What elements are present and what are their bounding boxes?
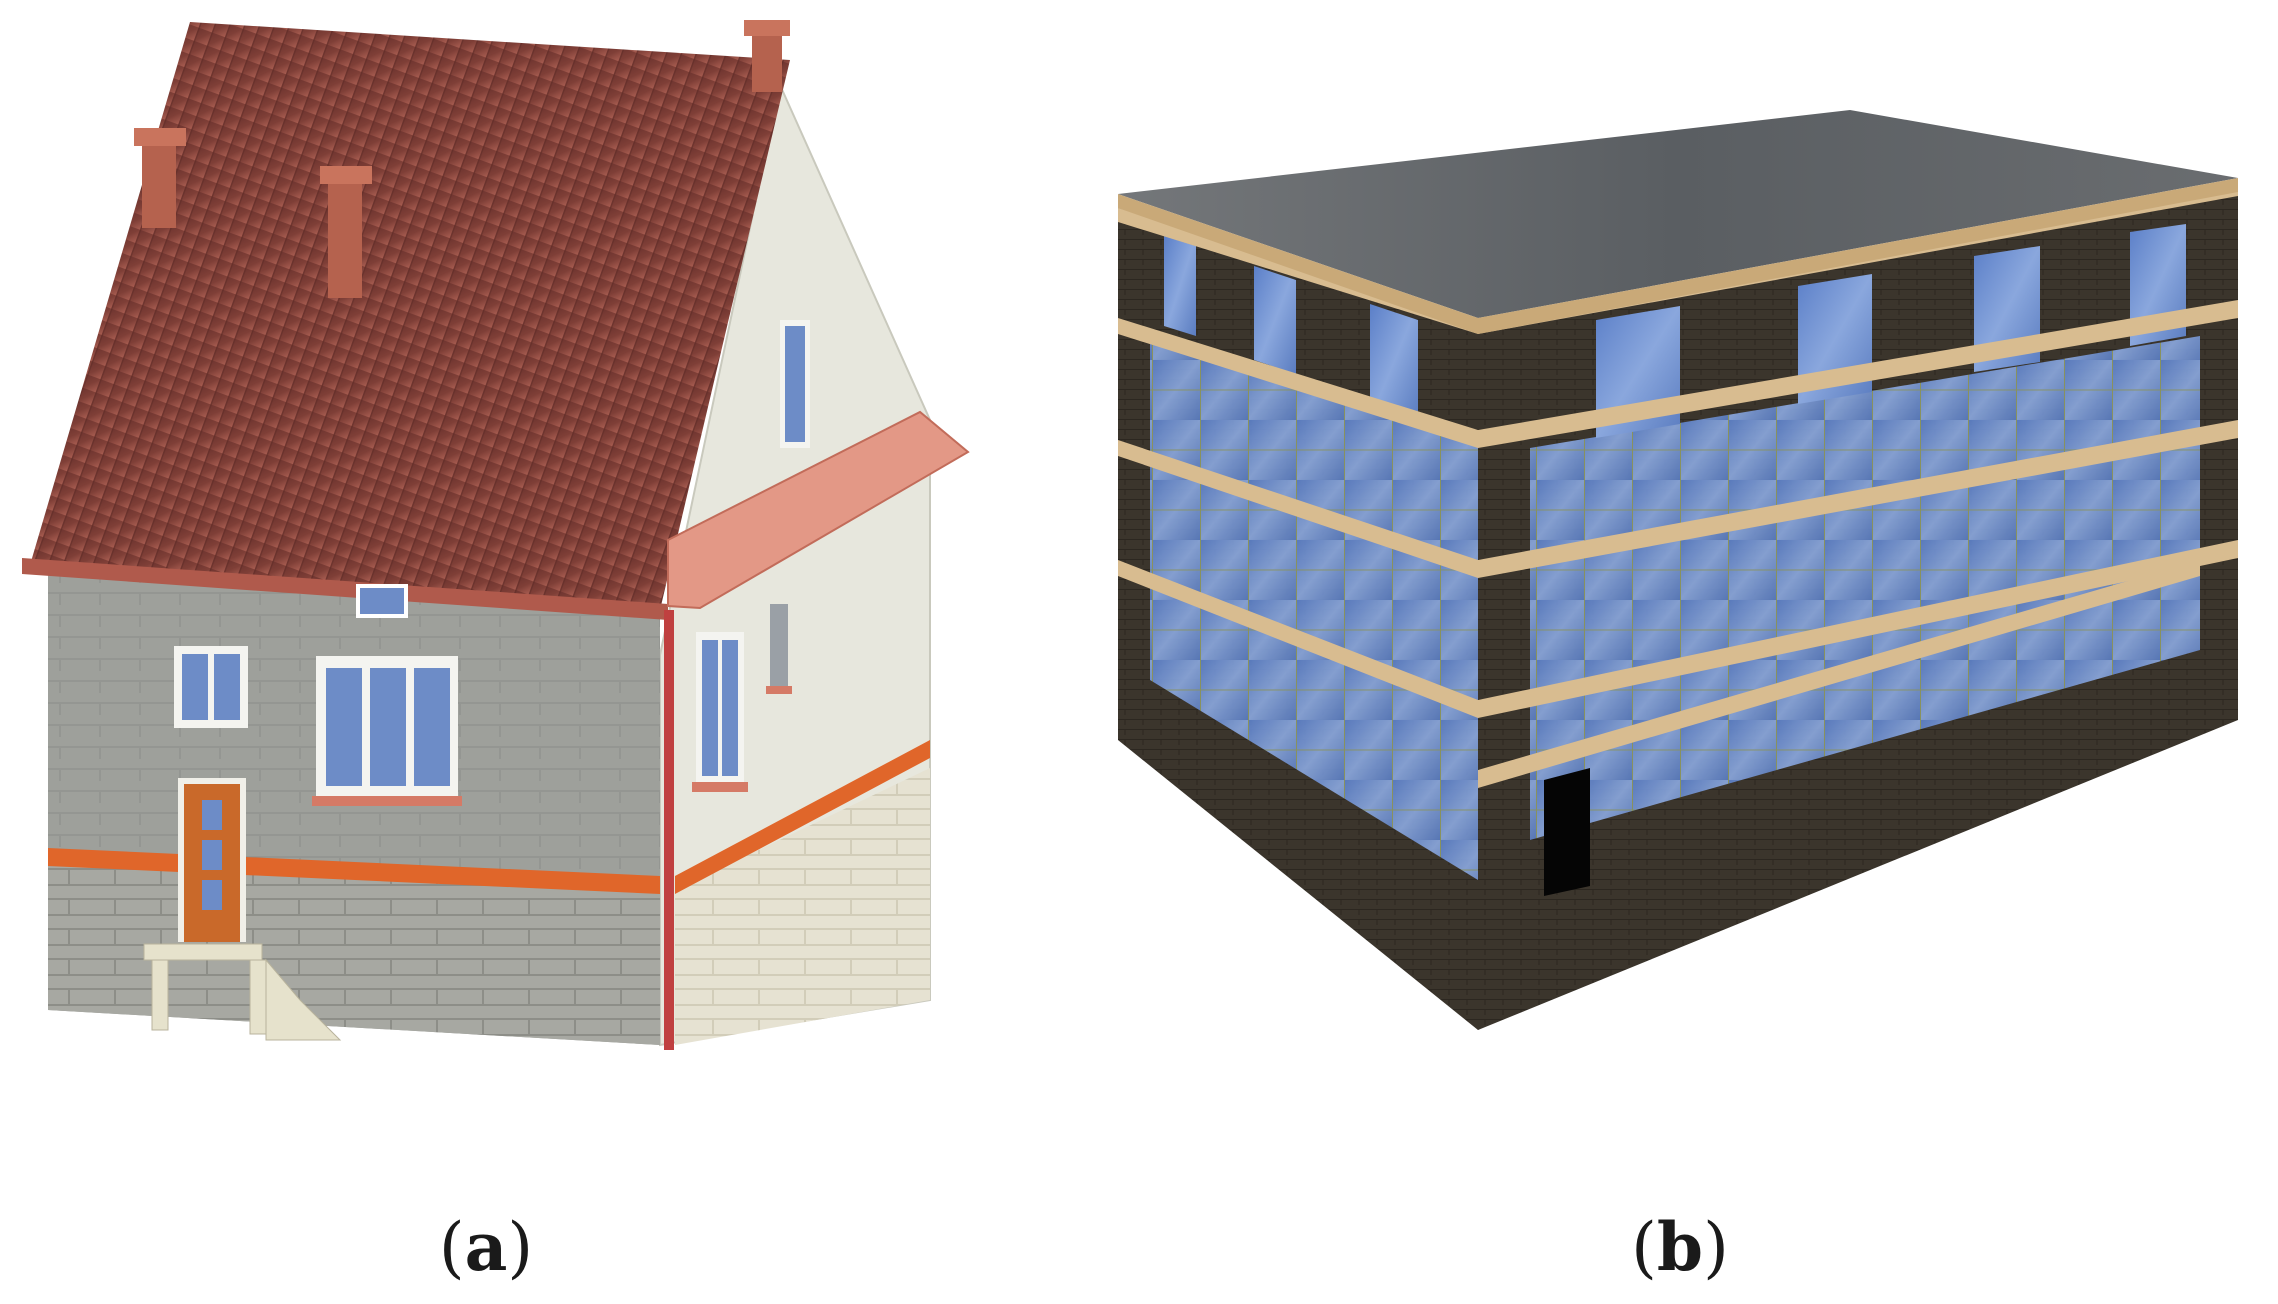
house-window <box>766 604 792 694</box>
office-top-windows <box>1164 236 1418 420</box>
office-roof <box>1118 110 2238 318</box>
house-window <box>174 646 248 728</box>
office-building-model <box>1118 110 2238 1030</box>
caption-b: (b) <box>1631 1208 1729 1286</box>
office-left-glazing <box>1150 330 1478 880</box>
chimney <box>134 128 186 228</box>
house-window <box>312 656 462 806</box>
office-doorway <box>1544 768 1590 896</box>
house-steps <box>143 943 342 1041</box>
house-downpipe <box>664 610 674 1050</box>
house-window <box>780 320 810 448</box>
house-side-band <box>675 740 930 894</box>
chimney <box>744 20 790 92</box>
house-roof <box>30 22 790 610</box>
caption-a: (a) <box>439 1208 533 1286</box>
chimney <box>320 166 372 298</box>
house-window <box>692 632 748 792</box>
house-roof-eave <box>22 558 668 620</box>
office-roof-edge <box>1118 178 2238 334</box>
house-window <box>356 584 408 618</box>
house-door <box>178 778 246 942</box>
house-side-plinth <box>675 768 930 1045</box>
house-side-eave <box>667 410 970 610</box>
house-model <box>22 20 970 1050</box>
